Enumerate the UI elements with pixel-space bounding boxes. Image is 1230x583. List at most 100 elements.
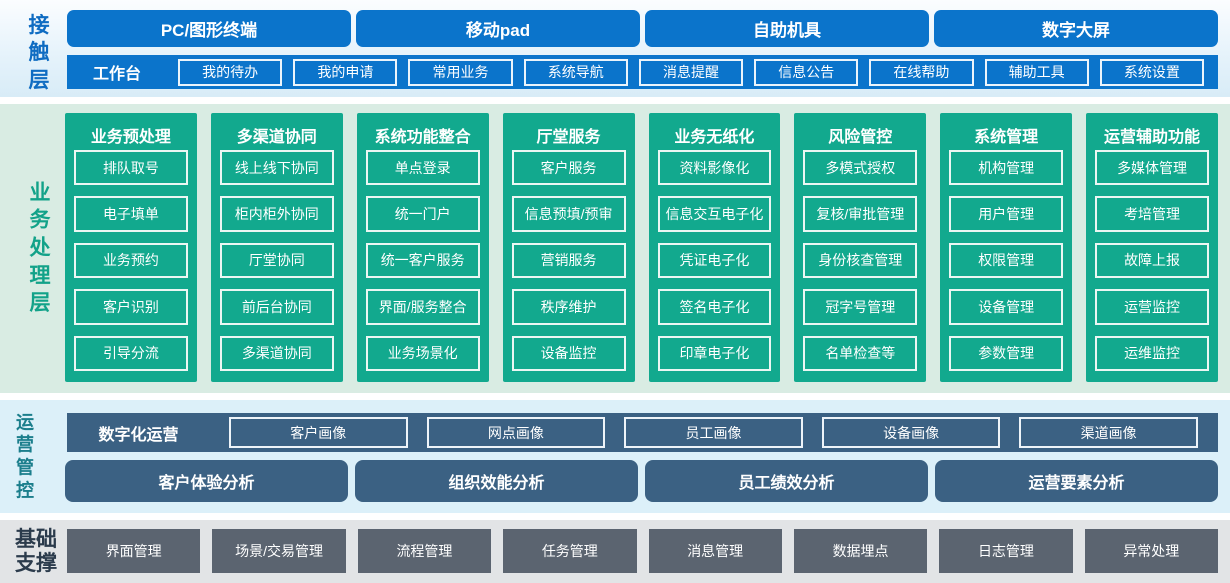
ops-chip-customer-profile: 客户画像	[229, 417, 408, 448]
biz-column-title: 系统功能整合	[374, 129, 471, 146]
workbench-item-message-reminder: 消息提醒	[638, 58, 744, 86]
biz-item: 签名电子化	[657, 289, 772, 325]
biz-column-title: 多渠道协同	[236, 129, 317, 146]
biz-item: 用户管理	[949, 196, 1064, 232]
foundation-layer-band: 基础支撑 界面管理 场景/交易管理 流程管理 任务管理 消息管理 数据埋点 日志…	[0, 520, 1230, 583]
biz-column-title: 厅堂服务	[536, 129, 601, 146]
biz-item: 营销服务	[511, 242, 626, 279]
foundation-layer-label: 基础支撑	[15, 527, 57, 575]
foundation-process-management: 流程管理	[357, 529, 492, 573]
business-layer-band: 业务处理层 业务预处理 排队取号 电子填单 业务预约 客户识别 引导分流 多渠道…	[0, 104, 1230, 393]
terminal-pc: PC/图形终端	[67, 10, 351, 47]
workbench-item-auxiliary-tools: 辅助工具	[984, 58, 1089, 86]
ops-chip-branch-profile: 网点画像	[426, 417, 606, 448]
biz-item: 多媒体管理	[1095, 150, 1209, 186]
biz-item: 信息预填/预审	[511, 196, 626, 232]
biz-column-title: 风险管控	[828, 129, 893, 146]
foundation-exception-handling: 异常处理	[1084, 529, 1218, 573]
terminal-digital-screen: 数字大屏	[934, 10, 1218, 47]
biz-item: 统一客户服务	[365, 242, 480, 279]
biz-column-system-integration: 系统功能整合 单点登录 统一门户 统一客户服务 界面/服务整合 业务场景化	[356, 113, 489, 382]
workbench-item-common-business: 常用业务	[408, 58, 513, 86]
contact-layer-band: 接触层 PC/图形终端 移动pad 自助机具 数字大屏 工作台 我的待办 我的申…	[0, 0, 1230, 97]
biz-item: 多模式授权	[803, 150, 918, 186]
biz-column-title: 业务预处理	[90, 129, 171, 146]
business-layer-label: 业务处理层	[29, 181, 51, 316]
biz-column-title: 运营辅助功能	[1104, 129, 1201, 146]
digital-ops-bar: 数字化运营 客户画像 网点画像 员工画像 设备画像 渠道画像	[67, 413, 1218, 452]
biz-item: 前后台协同	[219, 289, 334, 325]
analysis-org-effectiveness: 组织效能分析	[355, 460, 638, 502]
biz-column-multichannel: 多渠道协同 线上线下协同 柜内柜外协同 厅堂协同 前后台协同 多渠道协同	[210, 113, 343, 382]
biz-item: 权限管理	[949, 242, 1064, 279]
biz-item: 故障上报	[1095, 242, 1209, 279]
biz-column-system-management: 系统管理 机构管理 用户管理 权限管理 设备管理 参数管理	[940, 113, 1073, 382]
foundation-data-tracking: 数据埋点	[793, 529, 928, 573]
biz-item: 统一门户	[365, 196, 480, 232]
operations-layer-label: 运营管控	[16, 411, 34, 501]
workbench-item-info-bulletin: 信息公告	[754, 58, 859, 86]
biz-item: 印章电子化	[657, 335, 772, 372]
biz-item: 身份核查管理	[803, 242, 918, 279]
digital-ops-label: 数字化运营	[98, 426, 179, 444]
analysis-customer-experience: 客户体验分析	[65, 460, 348, 502]
biz-item: 设备管理	[949, 289, 1064, 325]
biz-item: 参数管理	[949, 335, 1064, 372]
business-columns: 业务预处理 排队取号 电子填单 业务预约 客户识别 引导分流 多渠道协同 线上线…	[65, 113, 1218, 382]
biz-item: 信息交互电子化	[657, 196, 772, 232]
biz-item: 冠字号管理	[803, 289, 918, 325]
biz-column-risk-control: 风险管控 多模式授权 复核/审批管理 身份核查管理 冠字号管理 名单检查等	[794, 113, 927, 382]
workbench-item-online-help: 在线帮助	[869, 58, 974, 86]
operations-layer-band: 运营管控 数字化运营 客户画像 网点画像 员工画像 设备画像 渠道画像 客户体验…	[0, 400, 1230, 513]
biz-item: 业务预约	[74, 242, 188, 279]
ops-chip-device-profile: 设备画像	[821, 417, 1001, 448]
biz-item: 名单检查等	[803, 335, 918, 372]
analysis-ops-elements: 运营要素分析	[935, 460, 1218, 502]
biz-column-lobby-service: 厅堂服务 客户服务 信息预填/预审 营销服务 秩序维护 设备监控	[502, 113, 635, 382]
biz-item: 界面/服务整合	[365, 289, 480, 325]
terminal-mobile-pad: 移动pad	[356, 10, 640, 47]
terminal-row: PC/图形终端 移动pad 自助机具 数字大屏	[67, 10, 1218, 47]
biz-item: 秩序维护	[511, 289, 626, 325]
biz-item: 机构管理	[949, 150, 1064, 186]
analysis-row: 客户体验分析 组织效能分析 员工绩效分析 运营要素分析	[65, 460, 1218, 502]
biz-column-title: 系统管理	[974, 129, 1039, 146]
ops-chip-channel-profile: 渠道画像	[1019, 417, 1198, 448]
biz-item: 柜内柜外协同	[219, 196, 334, 232]
biz-item: 客户服务	[511, 150, 626, 186]
foundation-ui-management: 界面管理	[67, 529, 201, 573]
foundation-task-management: 任务管理	[503, 529, 637, 573]
foundation-scene-transaction-management: 场景/交易管理	[212, 529, 346, 573]
workbench-item-my-applications: 我的申请	[293, 58, 398, 86]
biz-item: 资料影像化	[657, 150, 772, 186]
biz-item: 复核/审批管理	[803, 196, 918, 232]
foundation-row: 界面管理 场景/交易管理 流程管理 任务管理 消息管理 数据埋点 日志管理 异常…	[67, 529, 1218, 573]
biz-item: 运营监控	[1095, 289, 1209, 325]
ops-chip-employee-profile: 员工画像	[624, 417, 803, 448]
foundation-log-management: 日志管理	[939, 529, 1073, 573]
biz-item: 业务场景化	[365, 335, 480, 372]
contact-layer-label: 接触层	[28, 14, 50, 92]
biz-column-ops-auxiliary: 运营辅助功能 多媒体管理 考培管理 故障上报 运营监控 运维监控	[1086, 113, 1218, 382]
biz-item: 客户识别	[74, 289, 188, 325]
biz-item: 凭证电子化	[657, 242, 772, 279]
biz-item: 多渠道协同	[219, 335, 334, 372]
biz-item: 单点登录	[365, 150, 480, 186]
workbench-item-system-settings: 系统设置	[1099, 58, 1204, 86]
workbench-label: 工作台	[92, 66, 141, 83]
biz-item: 线上线下协同	[219, 150, 334, 186]
analysis-employee-performance: 员工绩效分析	[645, 460, 928, 502]
biz-item: 电子填单	[74, 196, 188, 232]
biz-column-title: 业务无纸化	[674, 129, 755, 146]
biz-column-preprocessing: 业务预处理 排队取号 电子填单 业务预约 客户识别 引导分流	[65, 113, 197, 382]
foundation-message-management: 消息管理	[648, 529, 782, 573]
biz-item: 引导分流	[74, 335, 188, 372]
workbench-item-system-navigation: 系统导航	[523, 58, 628, 86]
biz-column-paperless: 业务无纸化 资料影像化 信息交互电子化 凭证电子化 签名电子化 印章电子化	[648, 113, 781, 382]
biz-item: 考培管理	[1095, 196, 1209, 232]
workbench-item-my-todo: 我的待办	[178, 58, 283, 86]
biz-item: 运维监控	[1095, 335, 1209, 372]
workbench-bar: 工作台 我的待办 我的申请 常用业务 系统导航 消息提醒 信息公告 在线帮助 辅…	[67, 55, 1218, 89]
biz-item: 排队取号	[74, 150, 188, 186]
